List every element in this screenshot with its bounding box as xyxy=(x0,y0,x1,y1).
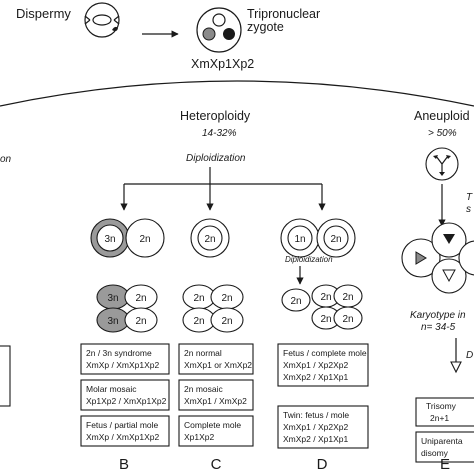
box-c1 xyxy=(178,343,254,375)
zygote-label-line1: Tripronuclear xyxy=(247,7,320,21)
egg-with-two-sperm xyxy=(84,2,120,38)
blastomere-3n-top-label: 3n xyxy=(107,293,118,304)
column-letter-b: B xyxy=(119,456,129,473)
column-letter-c: C xyxy=(211,456,222,473)
column-b-boxes: 2n / 3n syndrome XmXp / XmXp1Xp2 Molar m… xyxy=(80,343,170,447)
heteroploidy-percent: 14-32% xyxy=(202,128,237,139)
box-c2 xyxy=(178,379,254,411)
box-b3-line1: Fetus / partial mole xyxy=(86,420,159,430)
column-e: Aneuploid > 50% T s Karyotype in n= 34-5… xyxy=(401,109,474,463)
d-blastomere-2: 2n xyxy=(342,292,353,303)
box-b3-line2: XmXp / XmXp1Xp2 xyxy=(86,432,160,442)
d-blastomere-4: 2n xyxy=(342,314,353,325)
cell-2n-label: 2n xyxy=(139,234,150,245)
c-blastomere-2: 2n xyxy=(221,293,232,304)
trisomy-formula: 2n+1 xyxy=(430,413,449,423)
dispermy-label: Dispermy xyxy=(16,6,71,21)
cell-2n-single-label: 2n xyxy=(204,234,215,245)
column-letter-e: E xyxy=(440,456,450,473)
column-c-cells: 2n 2n 2n 2n 2n xyxy=(182,218,244,333)
box-b1-line2: XmXp / XmXp1Xp2 xyxy=(86,360,160,370)
column-letter-d: D xyxy=(317,456,328,473)
box-c3 xyxy=(178,415,254,447)
box-c3-line1: Complete mole xyxy=(184,420,241,430)
box-d1-line1: Fetus / complete mole xyxy=(283,348,367,358)
box-c2-line1: 2n mosaic xyxy=(184,384,223,394)
d-blastomere-1: 2n xyxy=(320,292,331,303)
heteroploidy-title: Heteroploidy xyxy=(180,109,251,123)
d-fragment-label: D xyxy=(466,350,473,361)
c-blastomere-1: 2n xyxy=(193,293,204,304)
cell-2n-d-label: 2n xyxy=(330,234,341,245)
d-blastomere-left: 2n xyxy=(290,296,301,307)
column-c-boxes: 2n normal XmXp1 or XmXp2 2n mosaic XmXp1… xyxy=(178,343,254,447)
box-b1-line1: 2n / 3n syndrome xyxy=(86,348,152,358)
c-blastomere-4: 2n xyxy=(221,316,232,327)
blastomere-2n-bottom xyxy=(124,307,158,333)
tripronuclear-zygote xyxy=(196,7,242,53)
box-d2-line1: Twin: fetus / mole xyxy=(283,410,349,420)
n-value-label: n= 34-5 xyxy=(421,322,456,333)
zygote-genotype: XmXp1Xp2 xyxy=(191,57,254,71)
aneuploidy-side-letter-1: T xyxy=(466,192,473,203)
column-a-fragment: on xyxy=(0,154,12,407)
blastomere-2n-top-label: 2n xyxy=(135,293,146,304)
column-d-cells: 1n 2n Diploidization 2n 2n 2n 2n 2n xyxy=(280,218,363,330)
branch-arc xyxy=(0,80,474,107)
trisomy-box xyxy=(415,397,474,427)
aneuploidy-percent: > 50% xyxy=(428,128,457,139)
c-blastomere-3: 2n xyxy=(193,316,204,327)
e-blastomere-right xyxy=(458,240,474,276)
column-d-boxes: Fetus / complete mole XmXp1 / Xp2Xp2 XmX… xyxy=(277,343,369,449)
box-b2-line1: Molar mosaic xyxy=(86,384,137,394)
box-d2-line2: XmXp1 / Xp2Xp2 xyxy=(283,422,348,432)
box-d2-line3: XmXp2 / Xp1Xp1 xyxy=(283,434,348,444)
karyotype-label: Karyotype in xyxy=(410,310,466,321)
box-b3 xyxy=(80,415,170,447)
uniparental-line1: Uniparenta xyxy=(421,436,463,446)
cell-2n xyxy=(125,218,165,258)
e-blastomere-bottom xyxy=(431,258,467,294)
aneuploidy-title: Aneuploid xyxy=(414,109,470,123)
trisomy-label: Trisomy xyxy=(426,401,457,411)
box-c3-line2: Xp1Xp2 xyxy=(184,432,215,442)
box-c1-line1: 2n normal xyxy=(184,348,222,358)
box-b2 xyxy=(80,379,170,411)
box-d1-line2: XmXp1 / Xp2Xp2 xyxy=(283,360,348,370)
cell-3n-label: 3n xyxy=(104,234,115,245)
zygote-label-line2: zygote xyxy=(247,20,284,34)
cell-1n-label: 1n xyxy=(294,234,305,245)
sub-diploidization-label: Diploidization xyxy=(285,255,333,264)
d-blastomere-3: 2n xyxy=(320,314,331,325)
uniparental-box xyxy=(415,431,474,463)
box-b2-line2: Xp1Xp2 / XmXp1Xp2 xyxy=(86,396,167,406)
column-a-fragment-text: on xyxy=(0,154,12,165)
box-d1-line3: XmXp2 / Xp1Xp1 xyxy=(283,372,348,382)
open-arrowhead xyxy=(450,361,462,374)
box-c2-line2: XmXp1 / XmXp2 xyxy=(184,396,247,406)
blastomere-3n-bottom-label: 3n xyxy=(107,316,118,327)
box-b1 xyxy=(80,343,170,375)
blastomere-2n-bottom-label: 2n xyxy=(135,316,146,327)
box-d2 xyxy=(277,405,369,449)
box-c1-line2: XmXp1 or XmXp2 xyxy=(184,360,252,370)
uniparental-line2: disomy xyxy=(421,448,449,458)
diploidization-label: Diploidization xyxy=(186,153,246,164)
diploidization-branches xyxy=(120,167,326,211)
aneuploidy-side-letter-2: s xyxy=(466,204,471,215)
column-b-cells: 3n 2n 3n 2n 3n 2n xyxy=(90,218,165,333)
box-d1 xyxy=(277,343,369,387)
